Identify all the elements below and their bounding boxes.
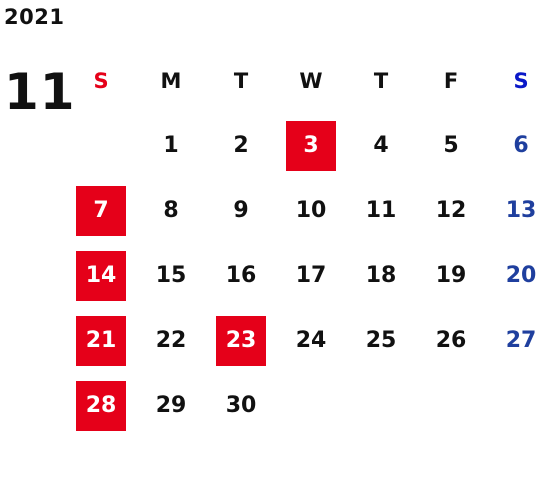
holiday-day-cell-7[interactable]: 7 <box>66 178 136 243</box>
day-number: 5 <box>443 133 459 158</box>
day-number: 16 <box>225 263 257 288</box>
weekday-label: F <box>443 68 459 93</box>
day-cell-12[interactable]: 12 <box>416 178 486 243</box>
weekday-label: M <box>160 68 182 93</box>
day-number: 18 <box>365 263 397 288</box>
holiday-day-cell-23[interactable]: 23 <box>206 308 276 373</box>
day-number: 4 <box>373 133 389 158</box>
day-cell-10[interactable]: 10 <box>276 178 346 243</box>
day-cell-1[interactable]: 1 <box>136 113 206 178</box>
holiday-day-cell-3[interactable]: 3 <box>276 113 346 178</box>
weekday-header-thursday: T <box>346 48 416 113</box>
day-cell-11[interactable]: 11 <box>346 178 416 243</box>
day-cell-30[interactable]: 30 <box>206 373 276 438</box>
day-number: 29 <box>155 393 187 418</box>
weekday-label: W <box>299 68 323 93</box>
day-number: 9 <box>233 198 249 223</box>
day-number: 26 <box>435 328 467 353</box>
weekday-header-sunday: S <box>66 48 136 113</box>
weekday-header-friday: F <box>416 48 486 113</box>
weekday-header-wednesday: W <box>276 48 346 113</box>
weekday-header-monday: M <box>136 48 206 113</box>
day-number: 1 <box>163 133 179 158</box>
day-cell-27[interactable]: 27 <box>486 308 548 373</box>
empty-cell <box>66 113 136 178</box>
day-number: 3 <box>286 120 336 171</box>
day-number: 2 <box>233 133 249 158</box>
day-number: 6 <box>513 133 529 158</box>
day-number: 23 <box>216 315 266 366</box>
day-cell-6[interactable]: 6 <box>486 113 548 178</box>
day-cell-5[interactable]: 5 <box>416 113 486 178</box>
weekday-label: S <box>93 68 109 93</box>
weekday-header-tuesday: T <box>206 48 276 113</box>
day-cell-13[interactable]: 13 <box>486 178 548 243</box>
day-number: 20 <box>505 263 537 288</box>
day-number: 28 <box>76 380 126 431</box>
day-cell-19[interactable]: 19 <box>416 243 486 308</box>
day-cell-2[interactable]: 2 <box>206 113 276 178</box>
holiday-day-cell-14[interactable]: 14 <box>66 243 136 308</box>
day-number: 25 <box>365 328 397 353</box>
calendar-year: 2021 <box>4 5 65 29</box>
calendar-month: 11 <box>4 63 76 121</box>
weekday-header-saturday: S <box>486 48 548 113</box>
day-number: 24 <box>295 328 327 353</box>
weekday-label: T <box>233 68 249 93</box>
day-number: 17 <box>295 263 327 288</box>
day-cell-25[interactable]: 25 <box>346 308 416 373</box>
day-cell-18[interactable]: 18 <box>346 243 416 308</box>
day-cell-24[interactable]: 24 <box>276 308 346 373</box>
holiday-day-cell-28[interactable]: 28 <box>66 373 136 438</box>
day-cell-9[interactable]: 9 <box>206 178 276 243</box>
day-cell-29[interactable]: 29 <box>136 373 206 438</box>
day-number: 19 <box>435 263 467 288</box>
day-number: 12 <box>435 198 467 223</box>
day-number: 13 <box>505 198 537 223</box>
day-number: 11 <box>365 198 397 223</box>
day-cell-15[interactable]: 15 <box>136 243 206 308</box>
day-number: 22 <box>155 328 187 353</box>
weekday-label: T <box>373 68 389 93</box>
day-number: 8 <box>163 198 179 223</box>
day-number: 30 <box>225 393 257 418</box>
day-cell-20[interactable]: 20 <box>486 243 548 308</box>
day-cell-26[interactable]: 26 <box>416 308 486 373</box>
day-cell-22[interactable]: 22 <box>136 308 206 373</box>
weekday-label: S <box>513 68 529 93</box>
day-cell-4[interactable]: 4 <box>346 113 416 178</box>
day-number: 10 <box>295 198 327 223</box>
day-cell-16[interactable]: 16 <box>206 243 276 308</box>
holiday-day-cell-21[interactable]: 21 <box>66 308 136 373</box>
day-number: 27 <box>505 328 537 353</box>
day-number: 14 <box>76 250 126 301</box>
day-number: 7 <box>76 185 126 236</box>
day-number: 21 <box>76 315 126 366</box>
day-cell-17[interactable]: 17 <box>276 243 346 308</box>
day-number: 15 <box>155 263 187 288</box>
day-cell-8[interactable]: 8 <box>136 178 206 243</box>
